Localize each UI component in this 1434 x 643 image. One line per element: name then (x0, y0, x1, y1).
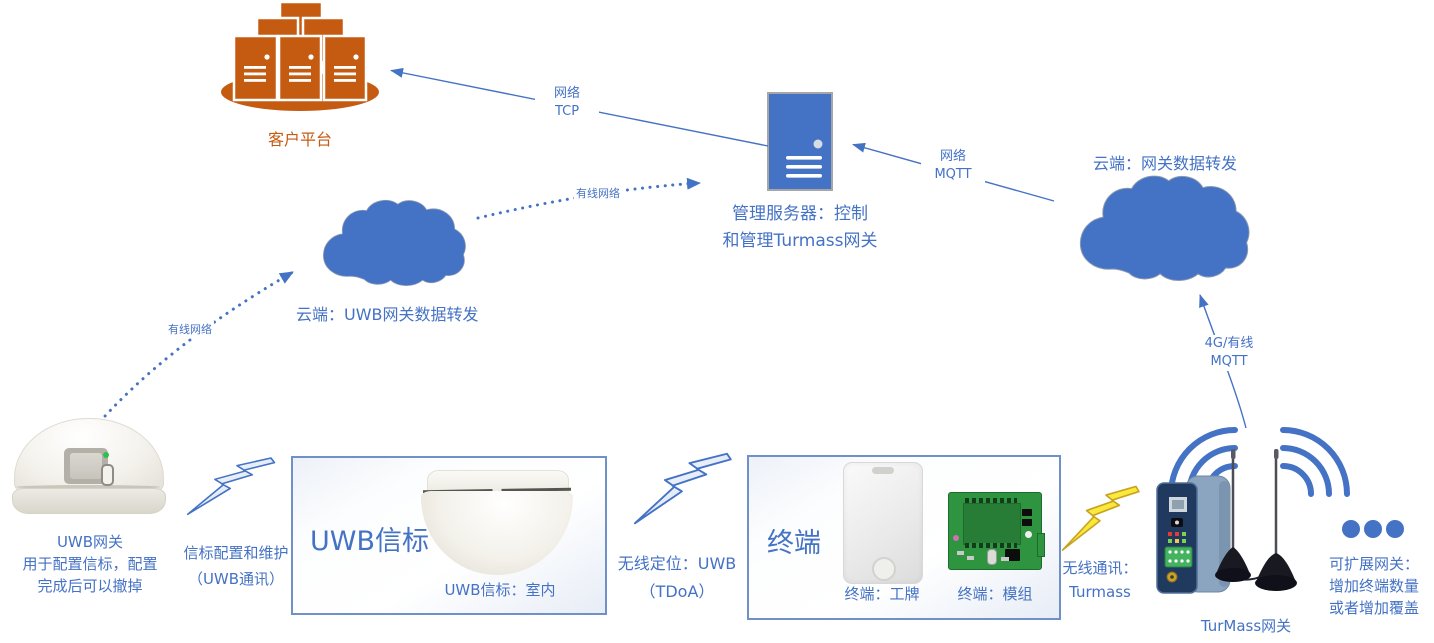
wired-network-label-mid: 有线网络 (574, 185, 622, 201)
wired-dotted-arrow-mid (476, 177, 702, 220)
terminal-box-title: 终端 (767, 528, 821, 559)
uwb-beacon-box-title: UWB信标 (310, 526, 429, 557)
ellipsis-dots-icon (1342, 520, 1404, 538)
server-icon (767, 92, 833, 191)
turmass-gateway-label: TurMass网关 (1200, 617, 1292, 635)
beacon-config-link-label: 信标配置和维护 （UWB通讯） (183, 544, 289, 588)
expandable-gateway-label: 可扩展网关： 增加终端数量 或者增加覆盖 (1329, 555, 1420, 618)
server-cluster-icon (221, 0, 379, 111)
mqtt-link-label: 网络 MQTT (921, 148, 985, 184)
uwb-gateway-label: UWB网关 用于配置信标，配置 完成后可以撤掉 (22, 533, 158, 596)
uwb-beacon-caption: UWB信标：室内 (444, 581, 556, 599)
wired-network-label-left: 有线网络 (166, 321, 214, 337)
badge-terminal-photo (843, 462, 923, 584)
uwb-gateway-photo (12, 418, 166, 514)
status-led (103, 452, 109, 458)
cloud-icon-uwb (322, 199, 466, 287)
uwb-beacon-photo (421, 464, 573, 576)
lightning-icon-turmass (1061, 485, 1140, 551)
4g-link-label: 4G/有线 MQTT (1197, 335, 1261, 371)
turmass-gateway-photo (1156, 449, 1297, 594)
module-caption: 终端：模组 (957, 585, 1033, 603)
module-terminal-photo (948, 492, 1045, 570)
cloud-icon-turmass (1079, 175, 1250, 282)
customer-platform-label: 客户平台 (267, 130, 332, 149)
cloud-turmass-label: 云端：网关数据转发 (1093, 154, 1238, 173)
lightning-icon-positioning (633, 452, 732, 525)
positioning-link-label: 无线定位：UWB （TDoA） (617, 554, 737, 601)
usb-c-port (101, 464, 114, 486)
wired-dotted-arrow-left (88, 270, 295, 435)
management-server-label: 管理服务器：控制 和管理Turmass网关 (722, 204, 878, 252)
cloud-uwb-label: 云端：UWB网关数据转发 (296, 305, 479, 324)
badge-caption: 终端：工牌 (844, 585, 920, 603)
turmass-comm-link-label: 无线通讯： Turmass (1062, 559, 1138, 601)
tcp-link-label: 网络 TCP (535, 85, 599, 121)
lightning-icon-uwb-config (186, 457, 276, 516)
